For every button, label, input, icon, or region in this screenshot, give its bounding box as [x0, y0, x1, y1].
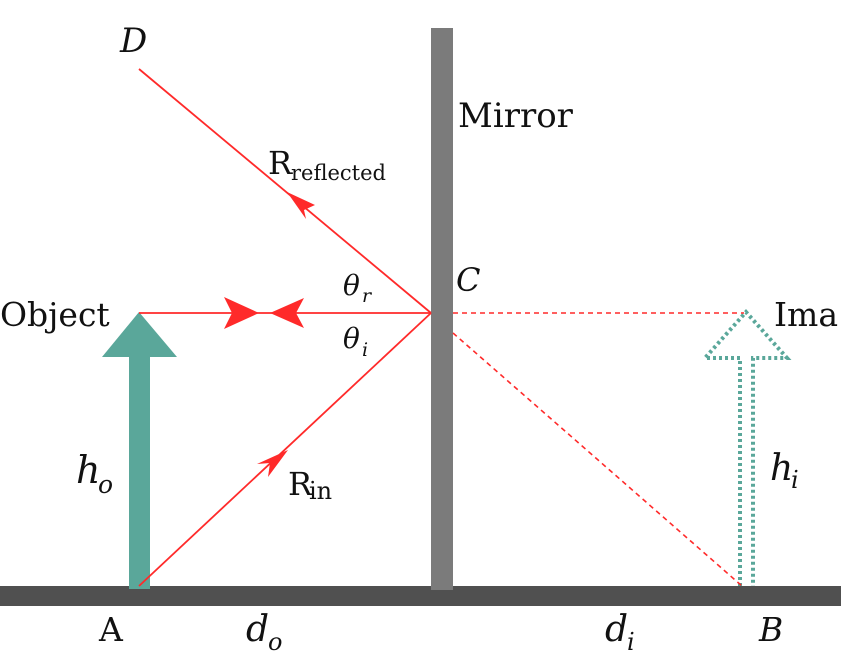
- image-arrow-icon: [700, 308, 792, 586]
- r-in-label: R: [288, 465, 313, 503]
- point-d-label: D: [119, 21, 147, 61]
- d-i-label: d: [605, 609, 628, 650]
- d-i-subscript: i: [627, 628, 635, 654]
- h-i-label: h: [770, 448, 793, 489]
- point-b-label: B: [758, 610, 783, 649]
- incident-ray: [138, 312, 432, 587]
- image-label: Ima: [774, 295, 838, 334]
- mirror-label: Mirror: [458, 96, 574, 136]
- h-o-subscript: o: [98, 470, 113, 499]
- reflected-ray: [138, 68, 432, 314]
- d-o-subscript: o: [268, 628, 282, 654]
- r-reflected-label: R: [268, 144, 293, 182]
- theta-i-label: θ: [343, 322, 360, 355]
- virtual-ray-diagonal: [452, 332, 743, 587]
- theta-i-subscript: i: [362, 339, 368, 361]
- d-o-label: d: [246, 609, 269, 650]
- arrowhead-reflected: [287, 192, 315, 219]
- point-a-label: A: [98, 610, 124, 649]
- object-label: Object: [0, 295, 110, 334]
- h-i-subscript: i: [791, 466, 799, 494]
- ground-line: [0, 586, 841, 606]
- theta-r-subscript: r: [362, 285, 373, 307]
- point-c-label: C: [456, 261, 480, 299]
- r-reflected-subscript: reflected: [291, 161, 386, 185]
- h-o-label: h: [76, 448, 100, 492]
- arrowhead-right: [224, 297, 259, 329]
- arrowhead-incident: [257, 450, 288, 477]
- r-in-subscript: in: [309, 477, 332, 505]
- mirror-bar: [431, 28, 453, 590]
- theta-r-label: θ: [343, 269, 360, 302]
- arrowhead-left: [270, 298, 304, 328]
- object-arrow-icon: [102, 312, 177, 589]
